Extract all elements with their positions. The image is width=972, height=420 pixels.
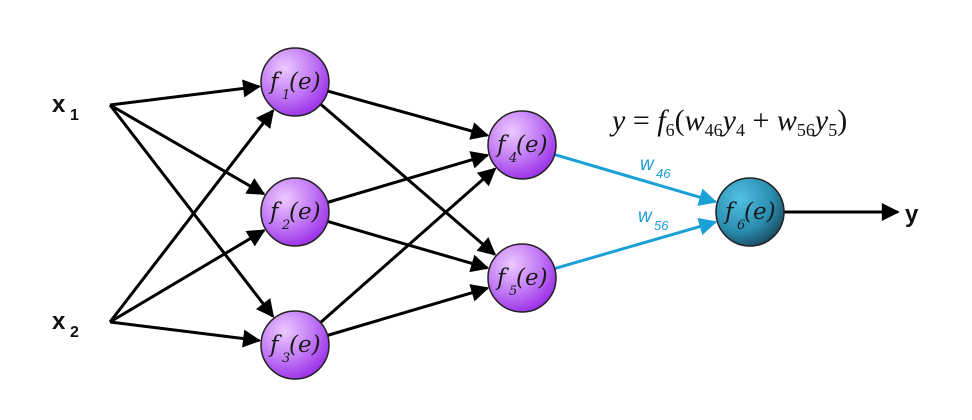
node-f5-arg: (e) — [516, 265, 548, 291]
node-f1: f 1 (e) — [260, 47, 330, 117]
formula-y2-sub: 5 — [828, 120, 838, 140]
node-f4-arg: (e) — [516, 132, 548, 158]
output-y-label: y — [905, 201, 919, 228]
edge-f3-f4 — [319, 167, 497, 324]
formula-plus: + — [752, 104, 770, 137]
weight-w56-letter: w — [638, 206, 653, 227]
formula-open: ( — [674, 104, 685, 137]
formula-close: ) — [837, 104, 848, 137]
edge-x1-f1 — [109, 79, 262, 107]
weight-w46-label: w 46 — [640, 154, 671, 181]
node-f5: f 5 (e) — [487, 243, 557, 313]
edge-f1-f4 — [327, 89, 490, 140]
edge-x2-f1 — [108, 109, 275, 323]
formula-lhs: y — [612, 104, 626, 137]
weight-w56-subscript: 56 — [654, 218, 669, 233]
formula-y1-sub: 4 — [735, 120, 745, 140]
node-f3-func: f — [268, 332, 282, 358]
formula-w2: w — [776, 104, 797, 137]
node-f3-circle — [260, 310, 330, 380]
formula-eq: = — [632, 104, 650, 137]
weight-w46-letter: w — [640, 154, 655, 175]
formula-y1: y — [722, 104, 736, 137]
edge-x1-f3 — [108, 104, 275, 318]
weight-w46-subscript: 46 — [656, 166, 671, 181]
edge-x1-f2 — [109, 103, 266, 196]
edge-x2-f2 — [109, 229, 266, 324]
formula-f: f — [657, 104, 666, 137]
formula-y2: y — [814, 104, 829, 137]
node-f5-func: f — [495, 265, 509, 291]
input-x1: x 1 — [52, 91, 79, 124]
node-f6: f 6 (e) — [715, 177, 785, 247]
node-f4-func: f — [495, 132, 509, 158]
weight-w56-label: w 56 — [638, 206, 669, 233]
input-x2-label: x — [52, 308, 66, 335]
edge-x2-f3 — [109, 320, 262, 348]
node-f6-func: f — [723, 199, 737, 225]
formula-w2-sub: 56 — [796, 120, 815, 140]
edge-f3-f5 — [327, 284, 490, 337]
node-f6-circle — [715, 177, 785, 247]
connections — [108, 79, 900, 348]
node-f4-subscript: 4 — [508, 151, 517, 166]
input-x1-subscript: 1 — [70, 107, 79, 124]
node-f1-subscript: 1 — [282, 88, 290, 103]
node-f2-subscript: 2 — [281, 218, 290, 233]
edge-f4-f6 — [554, 153, 718, 206]
node-f5-subscript: 5 — [509, 284, 517, 299]
node-f4: f 4 (e) — [487, 110, 557, 180]
node-f3-subscript: 3 — [282, 351, 290, 366]
output-formula: y = f6(w46y4 + w56y5) — [612, 104, 847, 141]
node-f1-arg: (e) — [289, 69, 321, 95]
node-f4-circle — [487, 110, 557, 180]
node-f1-circle — [260, 47, 330, 117]
node-f1-func: f — [268, 69, 282, 95]
node-f2-circle — [260, 177, 330, 247]
node-f3-arg: (e) — [289, 332, 321, 358]
input-x1-label: x — [52, 91, 66, 118]
edge-f5-f6 — [554, 217, 718, 270]
node-f6-subscript: 6 — [737, 218, 745, 233]
node-f3: f 3 (e) — [260, 310, 330, 380]
formula-w1-sub: 46 — [704, 120, 723, 140]
formula-w1: w — [684, 104, 705, 137]
node-f5-circle — [487, 243, 557, 313]
formula-f-sub: 6 — [665, 120, 675, 140]
node-f2-arg: (e) — [289, 199, 321, 225]
node-f6-arg: (e) — [744, 199, 776, 225]
input-x2-subscript: 2 — [70, 324, 79, 341]
node-f2: f 2 (e) — [260, 177, 330, 247]
edge-f2-f4 — [327, 151, 490, 204]
input-x2: x 2 — [52, 308, 79, 341]
node-f2-func: f — [268, 199, 282, 225]
